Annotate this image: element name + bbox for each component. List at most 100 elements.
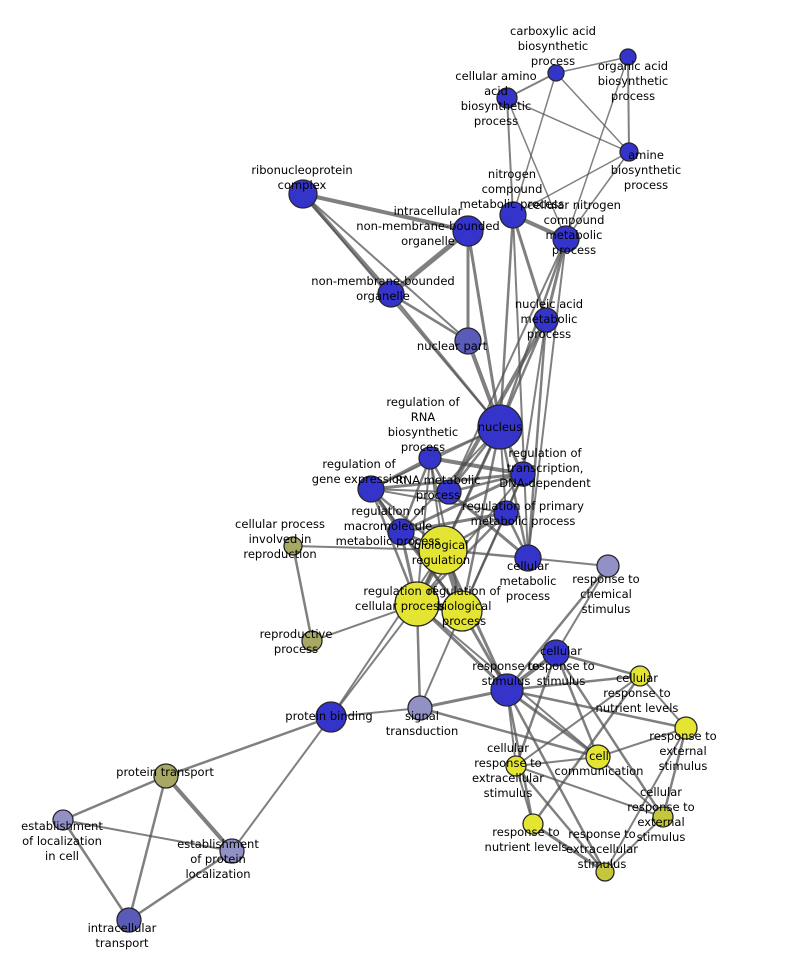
node-chem[interactable]: response to chemical stimulus [596, 554, 620, 578]
node-nitro[interactable]: nitrogen compound metabolic process [499, 201, 527, 229]
edge-cellrespextra-respextra [514, 764, 607, 874]
node-cellrespnut[interactable]: cellular response to nutrient levels [629, 665, 651, 687]
edge-respstim-respext [505, 688, 688, 730]
edge-estprot-intratrans [127, 849, 234, 922]
node-carb[interactable]: carboxylic acid biosynthetic process [547, 64, 565, 82]
edge-regtrans-regcell [416, 473, 524, 605]
node-cellrespext[interactable]: cellular response to external stimulus [652, 806, 674, 828]
edge-intraorg-nucleus [466, 229, 502, 429]
node-prottrans[interactable]: protein transport [153, 763, 179, 789]
node-respstim[interactable]: response to stimulus [490, 673, 524, 707]
node-ribo[interactable]: ribonucleoprotein complex [288, 179, 318, 209]
edge-intraorg-nmborg [388, 228, 471, 297]
node-nucleus[interactable]: nucleus [477, 404, 523, 450]
node-estloc[interactable]: establishment of localization in cell [52, 809, 74, 831]
edge-respstim-respextra [505, 688, 607, 874]
edge-regprim-regmacro [399, 511, 508, 534]
edge-nucleic-regtrans [522, 319, 547, 475]
edge-cnitro-cellmet [527, 238, 567, 559]
node-regbio[interactable]: regulation of biological process [441, 590, 483, 632]
node-respext[interactable]: response to external stimulus [674, 716, 698, 740]
node-org[interactable]: organic acid biosynthetic process [619, 48, 637, 66]
edge-cnitro-rnamet [448, 238, 567, 493]
edge-prottrans-estloc [61, 774, 168, 822]
node-regrna[interactable]: regulation of RNA biosynthetic process [418, 446, 442, 470]
edge-amine-nitro [512, 151, 630, 216]
edge-cellrespstim-cellrespnut [554, 651, 642, 678]
edge-respext-cellcomm [597, 727, 687, 758]
node-cellcomm[interactable]: cell communication [585, 744, 611, 770]
node-respextra[interactable]: response to extracellular stimulus [595, 862, 615, 882]
node-repro[interactable]: reproductive process [301, 630, 323, 652]
node-cellmet[interactable]: cellular metabolic process [514, 544, 542, 572]
node-amine[interactable]: amine biosynthetic process [619, 142, 639, 162]
node-estprot[interactable]: establishment of protein localization [219, 838, 245, 864]
node-label-nucpart: nuclear part [417, 339, 488, 353]
edge-reggene-regprim [370, 488, 507, 514]
edge-estloc-intratrans [61, 818, 131, 922]
node-amino[interactable]: cellular amino acid biosynthetic process [496, 87, 518, 109]
edge-cellrespnut-cellrespextra [515, 675, 641, 767]
node-cnitro[interactable]: cellular nitrogen compound metabolic pro… [552, 225, 580, 253]
node-regtrans[interactable]: regulation of transcription, DNA-depende… [510, 461, 536, 487]
node-sigtrans[interactable]: signal transduction [407, 695, 433, 721]
edge-prottrans-estprot [164, 774, 234, 853]
node-label-protbind: protein binding [285, 709, 372, 723]
node-protbind[interactable]: protein binding [315, 701, 347, 733]
node-nucleic[interactable]: nucleic acid metabolic process [533, 307, 559, 333]
edge-prottrans-intratrans [127, 774, 168, 922]
node-respnut[interactable]: response to nutrient levels [522, 813, 544, 835]
edge-protbind-prottrans [164, 715, 333, 778]
node-regmacro[interactable]: regulation of macromolecule metabolic pr… [387, 518, 415, 546]
edge-regtrans-regmacro [399, 472, 525, 534]
node-cellrespstim[interactable]: cellular response to stimulus [542, 639, 570, 667]
edge-respstim-cellcomm [505, 688, 600, 759]
edge-nmborg-nucleus [389, 292, 502, 429]
node-repro_inv[interactable]: cellular process involved in reproductio… [283, 536, 303, 556]
edge-cnitro-nucleic [544, 237, 568, 322]
nodes-layer: carboxylic acid biosynthetic process orga… [52, 48, 698, 933]
node-reggene[interactable]: regulation of gene expression [357, 475, 385, 503]
edge-ribo-intraorg [301, 192, 470, 233]
edge-repro_inv-bioreg [292, 545, 444, 551]
node-intraorg[interactable]: intracellular non-membrane-bounded organ… [452, 215, 484, 247]
edges-layer [61, 56, 688, 922]
edge-sigtrans-cellcomm [418, 706, 600, 759]
edge-estloc-estprot [62, 819, 233, 852]
node-nucpart[interactable]: nuclear part [454, 327, 482, 355]
node-regcell[interactable]: regulation of cellular process [394, 581, 440, 627]
node-label-nucleus: nucleus [478, 420, 522, 434]
edge-ribo-nucpart [302, 193, 469, 342]
node-nmborg[interactable]: non-membrane-bounded organelle [377, 280, 405, 308]
edge-respstim-cellrespnut [505, 674, 642, 692]
edge-protbind-bioreg [330, 549, 444, 718]
node-intratrans[interactable]: intracellular transport [116, 907, 142, 933]
edge-estprot-protbind [231, 716, 332, 852]
node-rnamet[interactable]: RNA metabolic process [436, 479, 462, 505]
node-bioreg[interactable]: biological regulation [418, 525, 468, 575]
node-regprim[interactable]: regulation of primary metabolic process [493, 500, 519, 526]
node-cellrespextra[interactable]: cellular response to extracellular stimu… [505, 755, 527, 777]
edge-amino-cnitro [506, 97, 567, 240]
